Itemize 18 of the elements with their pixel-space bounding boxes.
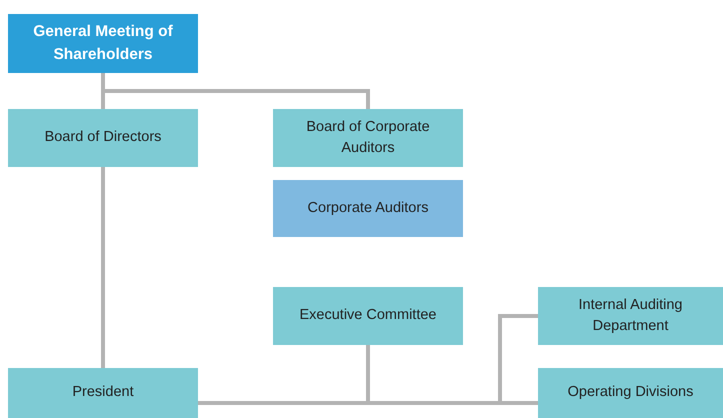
- org-box: [538, 287, 723, 345]
- org-box: [273, 109, 463, 167]
- org-box: [273, 287, 463, 345]
- connector-line: [101, 73, 370, 109]
- header-box: [8, 14, 198, 73]
- box-label: President: [72, 383, 134, 402]
- box-label: Board of Corporate Auditors: [305, 118, 431, 158]
- box-label: Board of Directors: [44, 128, 162, 148]
- org-box: [538, 368, 723, 418]
- org-box: [273, 180, 463, 237]
- connector-line: [101, 167, 105, 368]
- box-label: Internal Auditing Department: [578, 296, 684, 336]
- box-label: Operating Divisions: [568, 383, 694, 402]
- org-box: [8, 109, 198, 167]
- box-label: Executive Committee: [300, 306, 436, 326]
- box-label: General Meeting of Shareholders: [32, 22, 174, 64]
- box-label: Corporate Auditors: [308, 198, 428, 218]
- org-box: [8, 368, 198, 418]
